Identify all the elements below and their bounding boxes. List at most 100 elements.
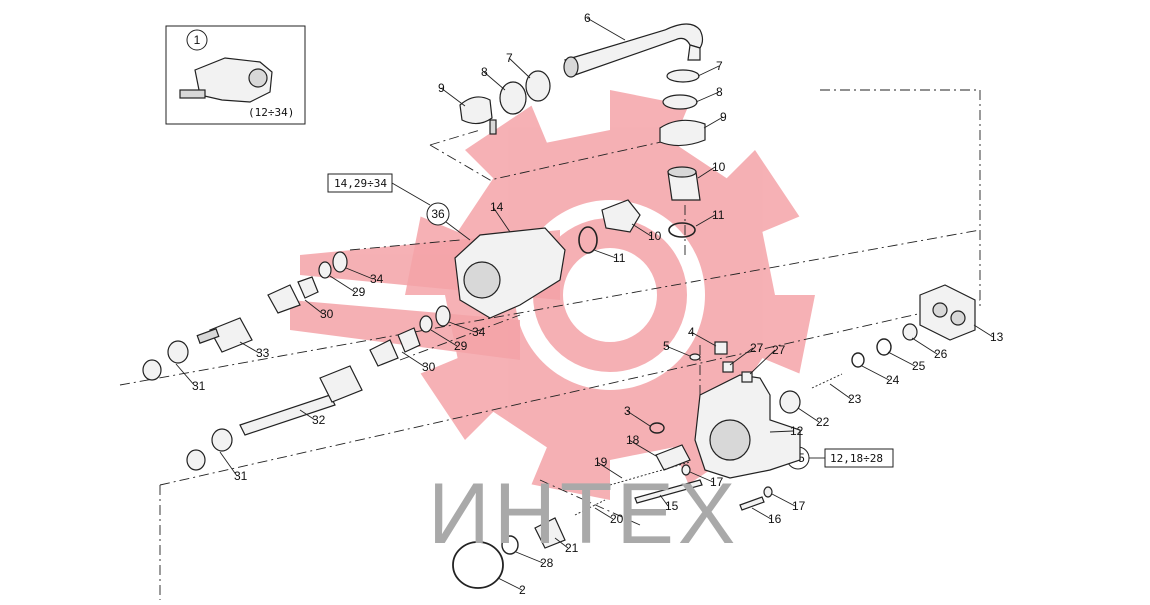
part-5-washer [689, 353, 701, 361]
part-4-bolt [714, 341, 728, 355]
leader-line-c30b [401, 351, 426, 368]
leader-line-c29b [430, 329, 458, 347]
part-31-bearing-upper-b [142, 359, 162, 381]
inset-ref-circle [186, 29, 208, 51]
part-30-bushing-lower-a [369, 339, 399, 367]
part-24-ring [851, 352, 865, 368]
leader-line-c6 [586, 17, 626, 41]
part-8-ring-left [499, 81, 527, 115]
callout-c29b: 29 [454, 339, 468, 353]
callout-c11b: 11 [613, 251, 626, 265]
part-17-washer-b [763, 486, 773, 498]
callout-c5: 5 [663, 339, 670, 353]
assembly-35-range: 12,18÷28 [830, 452, 883, 465]
part-7-ring-left [525, 70, 551, 102]
leader-line-c21 [554, 537, 569, 549]
inset-ref-number: 1 [194, 33, 201, 47]
callout-c22: 22 [816, 415, 830, 429]
leader-line-c22 [797, 407, 820, 423]
leader-line-c15 [659, 494, 669, 507]
callout-c31a: 31 [192, 379, 206, 393]
leader-line-c30a [304, 299, 324, 315]
part-14-housing-bore [463, 261, 501, 299]
leader-line-c34b [448, 321, 476, 333]
part-27-plug-b [741, 371, 753, 383]
inset-overview: 1 (12÷34) [165, 25, 306, 125]
leader-line-c11b [593, 249, 617, 259]
callout-c24: 24 [886, 373, 900, 387]
part-32-shaft [239, 394, 336, 436]
part-31-bearing-lower-b [186, 449, 206, 471]
callout-c15: 15 [665, 499, 679, 513]
leader-line-c7a [508, 57, 531, 79]
part-22-bushing [779, 390, 801, 414]
part-30-bushing-upper-b [297, 276, 319, 299]
part-18-sleeve [655, 444, 691, 471]
leader-line-c31b [219, 451, 238, 477]
part-10-fitting-top [667, 166, 697, 178]
callout-c30b: 30 [422, 360, 436, 374]
callout-c30a: 30 [320, 307, 334, 321]
leader-line-c19 [596, 461, 623, 479]
inset-pump-body [194, 57, 273, 103]
callout-c27a: 27 [750, 341, 764, 355]
leader-line-c14 [492, 206, 511, 233]
inset-outlet [248, 68, 268, 88]
part-19-spring [609, 461, 691, 486]
part-9-clamp-bolt [489, 119, 497, 135]
callout-c17b: 17 [792, 499, 806, 513]
leader-line-c23 [829, 383, 852, 400]
part-11-oring-left [578, 226, 598, 254]
part-15-bolt [634, 479, 703, 504]
leader-line-c8a [483, 71, 506, 91]
part-12-pump-face [709, 419, 751, 461]
part-30-bushing-lower-b [397, 327, 421, 353]
part-21-piston [534, 517, 566, 549]
leader-line-c9b [703, 116, 724, 129]
part-9-clamp-right [659, 119, 706, 147]
leader-line-c34a [345, 267, 374, 280]
callout-c25: 25 [912, 359, 926, 373]
part-10-fitting-left [601, 199, 641, 233]
part-7-ring-right [666, 69, 700, 83]
part-6-pipe [564, 23, 704, 76]
callout-c6: 6 [584, 11, 591, 25]
inset-shaft [179, 89, 206, 99]
assembly-axis-lines [119, 89, 981, 600]
leader-line-c2 [497, 577, 523, 591]
part-3-ring [649, 422, 665, 434]
callout-c34a: 34 [370, 272, 384, 286]
part-25-ring [876, 338, 892, 356]
callout-c9a: 9 [438, 81, 445, 95]
callout-c20: 20 [610, 512, 624, 526]
part-23-spring [811, 373, 843, 389]
part-6-pipe-mouth [563, 56, 579, 78]
watermark-text: ИНТЕХ [428, 466, 739, 562]
leader-line-c10a [697, 166, 716, 179]
part-28-ring [501, 535, 519, 555]
part-33-shaft [196, 328, 220, 344]
callout-c14: 14 [490, 200, 504, 214]
leader-line-c29a [329, 275, 356, 293]
part-2-large-oring [452, 541, 504, 589]
callout-c12: 12 [790, 424, 804, 438]
callout-c33: 33 [256, 346, 270, 360]
callout-c23: 23 [848, 392, 862, 406]
leader-line-c25 [887, 351, 916, 367]
callout-c8a: 8 [481, 65, 488, 79]
parts [142, 23, 976, 589]
leader-line-c5 [665, 345, 691, 357]
callout-c31b: 31 [234, 469, 248, 483]
callout-c21: 21 [565, 541, 579, 555]
leader-line-c17b [771, 493, 796, 507]
leader-line-c20 [594, 507, 614, 520]
callout-c19: 19 [594, 455, 608, 469]
callout-c10a: 10 [712, 160, 726, 174]
callout-c10b: 10 [648, 229, 662, 243]
leader-line-c7b [697, 65, 720, 77]
leader-line-c13 [973, 324, 994, 338]
leader-line-c17a [689, 471, 714, 483]
part-16-bolt [739, 496, 765, 511]
part-34-ring-lower [435, 305, 451, 327]
